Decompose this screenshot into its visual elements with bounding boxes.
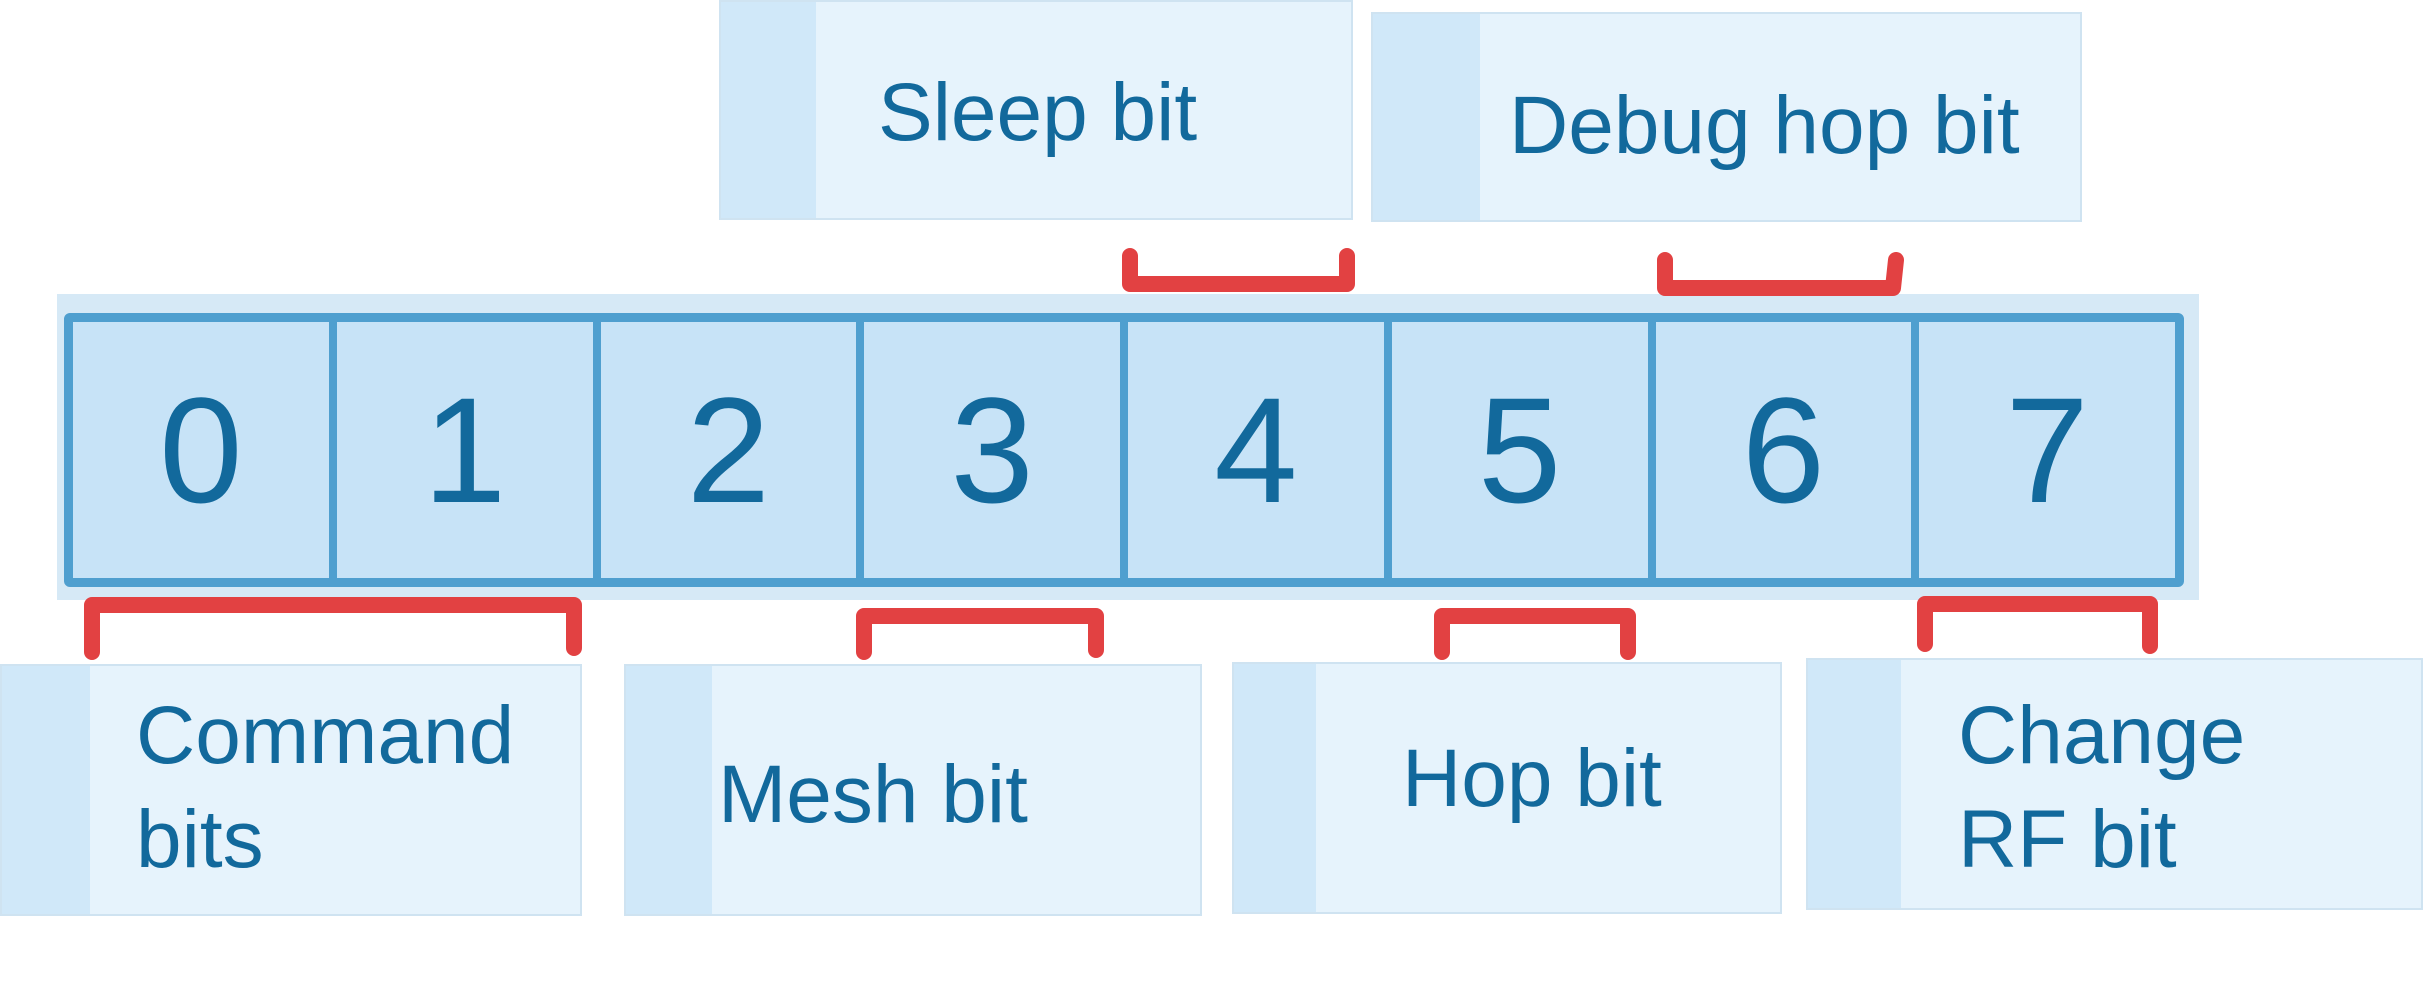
change-rf-bit-label-line-2: RF bit <box>1958 794 2177 885</box>
mesh-bit-label-line-1: Mesh bit <box>718 749 1028 840</box>
bracket-sleep-bit <box>1122 248 1355 292</box>
command-bits-label-strip <box>2 666 90 914</box>
change-rf-bit-label-strip <box>1808 660 1901 908</box>
bit-cell: 0 <box>73 322 337 578</box>
command-bits-label-line-1: Command <box>136 690 515 781</box>
debug-hop-bit-label: Debug hop bit <box>1371 12 2082 222</box>
bracket-change-rf-bit <box>1917 596 2158 654</box>
bracket-command-bits <box>84 597 582 660</box>
bit-cell: 5 <box>1392 322 1656 578</box>
debug-hop-bit-label-line-1: Debug hop bit <box>1509 80 2020 171</box>
command-bits-label-line-2: bits <box>136 794 264 885</box>
bit-number: 5 <box>1477 366 1562 534</box>
bit-cell: 6 <box>1656 322 1920 578</box>
sleep-bit-label-line-1: Sleep bit <box>878 67 1198 158</box>
bit-number: 6 <box>1741 366 1826 534</box>
mesh-bit-label-strip <box>626 666 712 914</box>
bit-cell: 7 <box>1919 322 2175 578</box>
hop-bit-label-strip <box>1234 664 1316 912</box>
bit-number: 0 <box>159 366 243 534</box>
bracket-mesh-bit <box>856 608 1104 660</box>
bit-cell: 4 <box>1128 322 1392 578</box>
bit-number: 7 <box>2005 366 2089 534</box>
command-bits-label: Command bits <box>0 664 582 916</box>
hop-bit-label: Hop bit <box>1232 662 1782 914</box>
mesh-bit-label-text: Mesh bit <box>718 746 1028 844</box>
debug-hop-bit-label-strip <box>1373 14 1480 220</box>
bracket-debug-hop-bit <box>1657 252 1904 296</box>
bit-cell: 2 <box>601 322 865 578</box>
sleep-bit-label-strip <box>721 2 816 218</box>
hop-bit-label-text: Hop bit <box>1402 730 1662 828</box>
sleep-bit-label-text: Sleep bit <box>878 64 1197 162</box>
hop-bit-label-line-1: Hop bit <box>1402 733 1662 824</box>
bit-register: 0 1 2 3 4 5 6 7 <box>64 313 2184 587</box>
bit-cell: 1 <box>337 322 601 578</box>
bit-number: 2 <box>686 366 771 534</box>
bracket-hop-bit <box>1434 608 1636 660</box>
change-rf-bit-label: Change RF bit <box>1806 658 2423 910</box>
debug-hop-bit-label-text: Debug hop bit <box>1509 77 2020 175</box>
bit-number: 1 <box>422 366 507 534</box>
change-rf-bit-label-line-1: Change <box>1958 690 2246 781</box>
mesh-bit-label: Mesh bit <box>624 664 1202 916</box>
bit-number: 3 <box>950 366 1034 534</box>
bit-number: 4 <box>1214 366 1298 534</box>
change-rf-bit-label-text: Change RF bit <box>1958 684 2245 892</box>
sleep-bit-label: Sleep bit <box>719 0 1353 220</box>
command-bits-label-text: Command bits <box>136 684 514 892</box>
bit-cell: 3 <box>864 322 1128 578</box>
